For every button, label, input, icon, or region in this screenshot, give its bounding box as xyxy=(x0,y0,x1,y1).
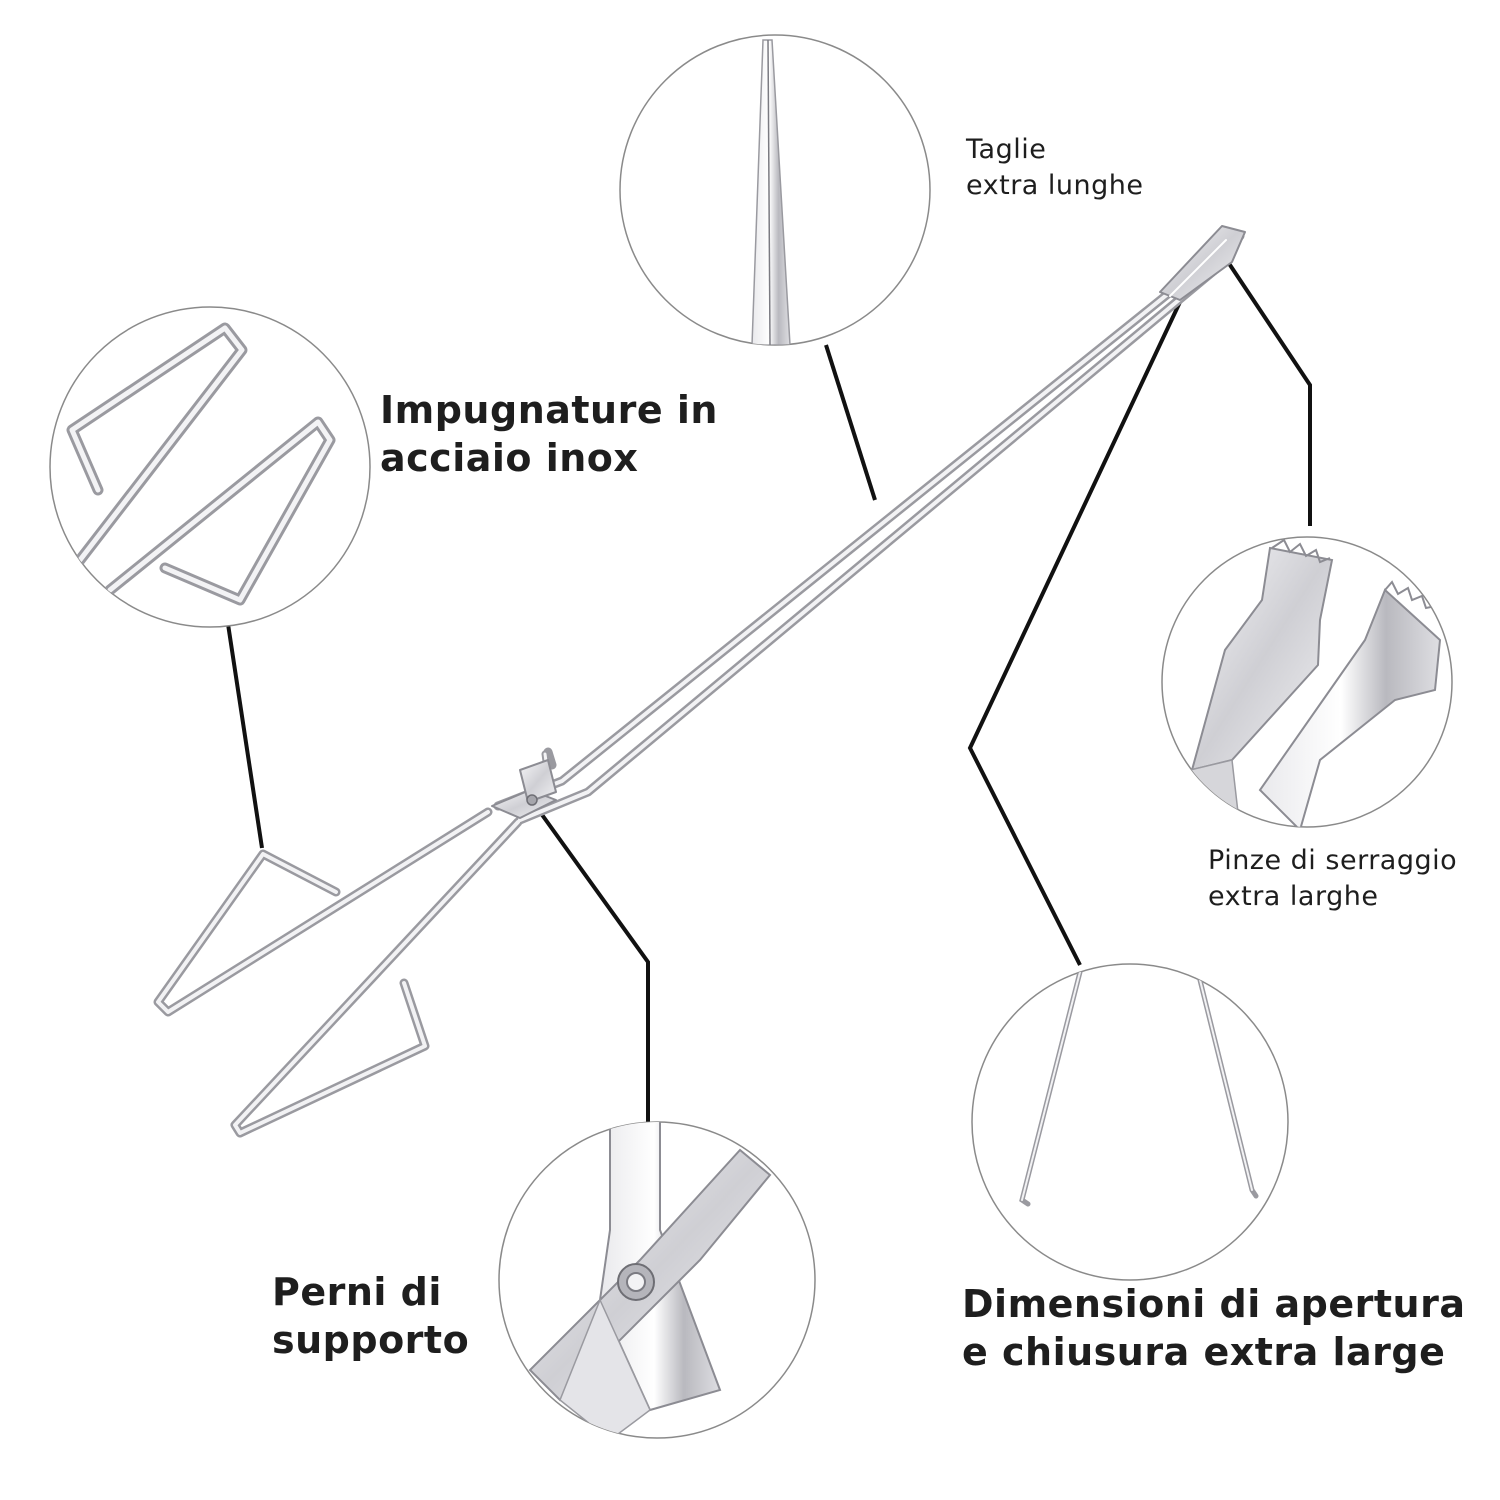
callout-label-perni: Perni di supporto xyxy=(272,1268,469,1364)
callout-label-line-1: Taglie xyxy=(966,134,1047,165)
callout-label-line-2: acciaio inox xyxy=(380,436,639,480)
leader-line-perni xyxy=(533,803,650,1124)
callout-label-line-1: Impugnature in xyxy=(380,388,718,432)
callout-label-line-2: supporto xyxy=(272,1318,470,1362)
callout-label-pinze: Pinze di serraggio extra larghe xyxy=(1208,843,1457,915)
callout-label-dimensioni: Dimensioni di apertura e chiusura extra … xyxy=(962,1280,1465,1376)
callout-label-line-2: extra larghe xyxy=(1208,881,1379,912)
callout-label-impugnature: Impugnature in acciaio inox xyxy=(380,386,718,482)
tong-tips-detail-icon xyxy=(619,34,931,346)
serrated-clamp-detail-icon xyxy=(1161,536,1453,828)
leader-line-taglie xyxy=(824,344,877,501)
callout-label-taglie: Taglie extra lunghe xyxy=(966,132,1144,204)
callout-label-line-1: Perni di xyxy=(272,1270,442,1314)
callout-label-line-1: Dimensioni di apertura xyxy=(962,1282,1466,1326)
pivot-pin-detail-icon xyxy=(498,1121,816,1439)
leader-line-impugnature xyxy=(226,623,264,849)
opening-width-detail-icon xyxy=(971,963,1289,1281)
handle-detail-icon xyxy=(49,306,371,628)
leader-line-dimensioni xyxy=(967,301,1182,966)
leader-lines xyxy=(226,260,1312,1124)
leader-line-pinze xyxy=(1226,260,1312,526)
callout-label-line-2: e chiusura extra large xyxy=(962,1330,1446,1374)
callout-label-line-2: extra lunghe xyxy=(966,170,1144,201)
steel-tongs-icon xyxy=(153,225,1246,1138)
callout-label-line-1: Pinze di serraggio xyxy=(1208,845,1458,876)
